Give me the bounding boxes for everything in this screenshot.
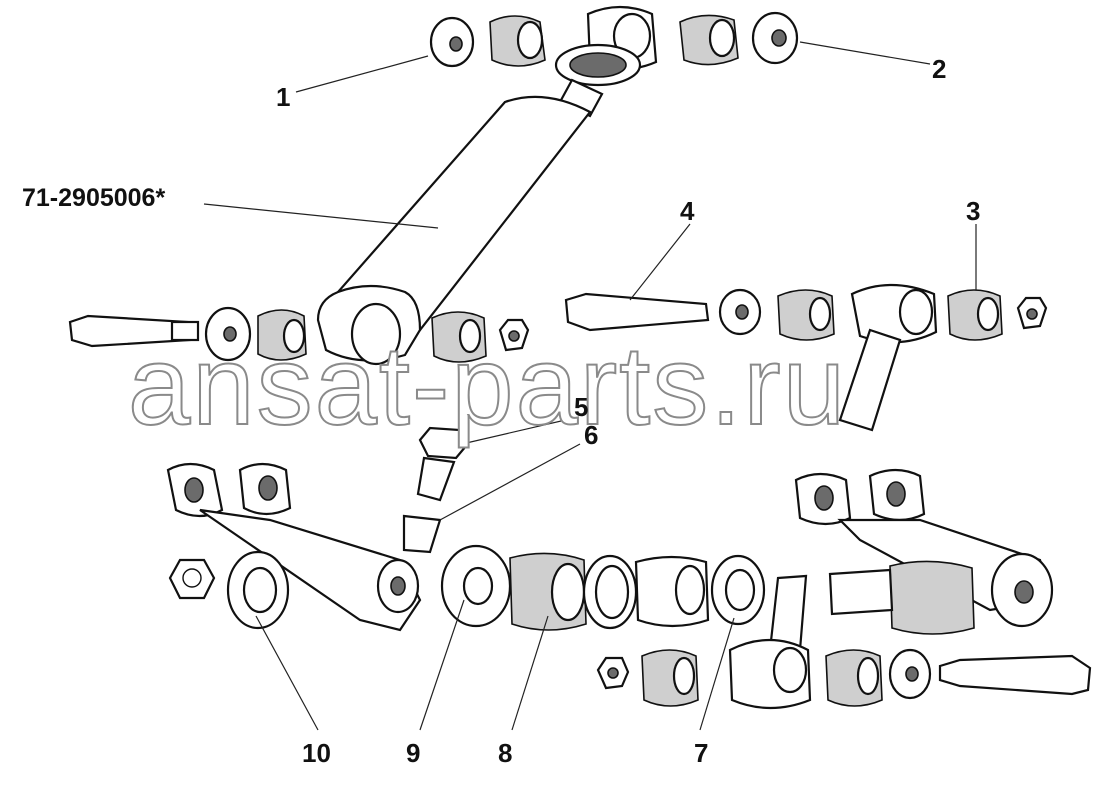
callout-2: 2 bbox=[932, 54, 946, 84]
grease-fitting-5 bbox=[418, 426, 468, 460]
callout-1: 1 bbox=[276, 82, 290, 112]
bolt-left-thread bbox=[170, 320, 200, 342]
shock-rod bbox=[558, 78, 604, 118]
nut-large-hole bbox=[182, 568, 202, 588]
upper-right-row bbox=[564, 283, 1048, 432]
bushing-right-face bbox=[808, 296, 832, 332]
ring-mid-hole bbox=[594, 564, 630, 620]
callout-3: 3 bbox=[966, 196, 980, 226]
fitting-stem-5 bbox=[416, 456, 456, 502]
leader-4 bbox=[629, 223, 691, 301]
link-rod-upper bbox=[838, 328, 902, 432]
washer-7-hole bbox=[724, 568, 756, 612]
leader-6 bbox=[439, 443, 581, 521]
upper-mount-group bbox=[429, 5, 799, 87]
lever-arm-body bbox=[199, 508, 422, 632]
lower-right-row bbox=[596, 574, 1092, 710]
right-lever-eye-right-hole bbox=[886, 481, 906, 507]
watermark-text: ansat-parts.ru bbox=[128, 323, 847, 448]
bushing-bottom-right-face bbox=[856, 656, 880, 696]
sleeve-bore bbox=[674, 564, 706, 616]
bushing-left-face bbox=[282, 318, 306, 354]
right-splined-shaft bbox=[828, 568, 894, 616]
callout-8: 8 bbox=[498, 738, 512, 768]
leader-2 bbox=[799, 41, 931, 65]
leader-9 bbox=[419, 599, 465, 731]
bushing-bottom-left-face bbox=[672, 656, 696, 696]
bushing-3-face bbox=[976, 296, 1000, 332]
callout-10: 10 bbox=[302, 738, 331, 768]
lever-hub-hole bbox=[390, 576, 406, 596]
callout-9: 9 bbox=[406, 738, 420, 768]
washer-bottom-right-hole bbox=[905, 666, 919, 682]
right-hub-bushing bbox=[889, 560, 975, 635]
shock-flange-inner bbox=[569, 52, 627, 78]
leader-7 bbox=[699, 617, 735, 731]
shock-absorber bbox=[316, 78, 604, 366]
part-number-label: 71-2905006* bbox=[22, 184, 165, 212]
washer-left-hole bbox=[223, 326, 237, 342]
shock-eye-lower-bore bbox=[350, 302, 402, 366]
link-eye-upper-bore bbox=[898, 288, 934, 336]
washer-9-hole bbox=[462, 566, 494, 606]
leader-10 bbox=[255, 615, 319, 731]
leader-8 bbox=[511, 615, 549, 731]
left-lever-arm bbox=[166, 462, 422, 632]
callout-6: 6 bbox=[584, 420, 598, 450]
leader-5 bbox=[461, 417, 575, 445]
leader-lines bbox=[203, 41, 977, 731]
right-lever-hub-hole bbox=[1014, 580, 1034, 604]
bushing-upper-left-face bbox=[516, 20, 544, 60]
bushing-8-face bbox=[550, 562, 586, 622]
nut-right-hole bbox=[1026, 308, 1038, 320]
washer-2-hole bbox=[771, 29, 787, 47]
nut-left-hole bbox=[508, 330, 520, 342]
fitting-6 bbox=[402, 514, 442, 554]
bottom-left-hardware bbox=[168, 550, 290, 630]
callout-7: 7 bbox=[694, 738, 708, 768]
right-lever-eye-left-hole bbox=[814, 485, 834, 511]
bushing-upper-right-face bbox=[708, 18, 736, 58]
link-eye-lower-bore bbox=[772, 646, 808, 694]
right-lever-arm bbox=[794, 468, 1054, 635]
washer-right-hole bbox=[735, 304, 749, 320]
bolt-bottom-right bbox=[938, 654, 1092, 696]
lever-eye-left-hole bbox=[184, 477, 204, 503]
bottom-center-stack bbox=[440, 544, 766, 631]
fittings bbox=[402, 426, 468, 554]
callout-4: 4 bbox=[680, 196, 695, 226]
nut-bottom-hole bbox=[607, 667, 619, 679]
lower-left-bolt-row bbox=[68, 306, 530, 363]
washer-10-hole bbox=[242, 566, 278, 614]
leader-1 bbox=[295, 55, 429, 93]
nut-large bbox=[168, 558, 216, 600]
bolt-4 bbox=[564, 292, 710, 332]
washer-1-hole bbox=[449, 36, 463, 52]
link-rod-lower bbox=[768, 574, 808, 652]
callout-5: 5 bbox=[574, 392, 588, 422]
lever-eye-mid-hole bbox=[258, 475, 278, 501]
bushing-mid-face bbox=[458, 318, 482, 354]
leader-part-number bbox=[203, 203, 439, 229]
